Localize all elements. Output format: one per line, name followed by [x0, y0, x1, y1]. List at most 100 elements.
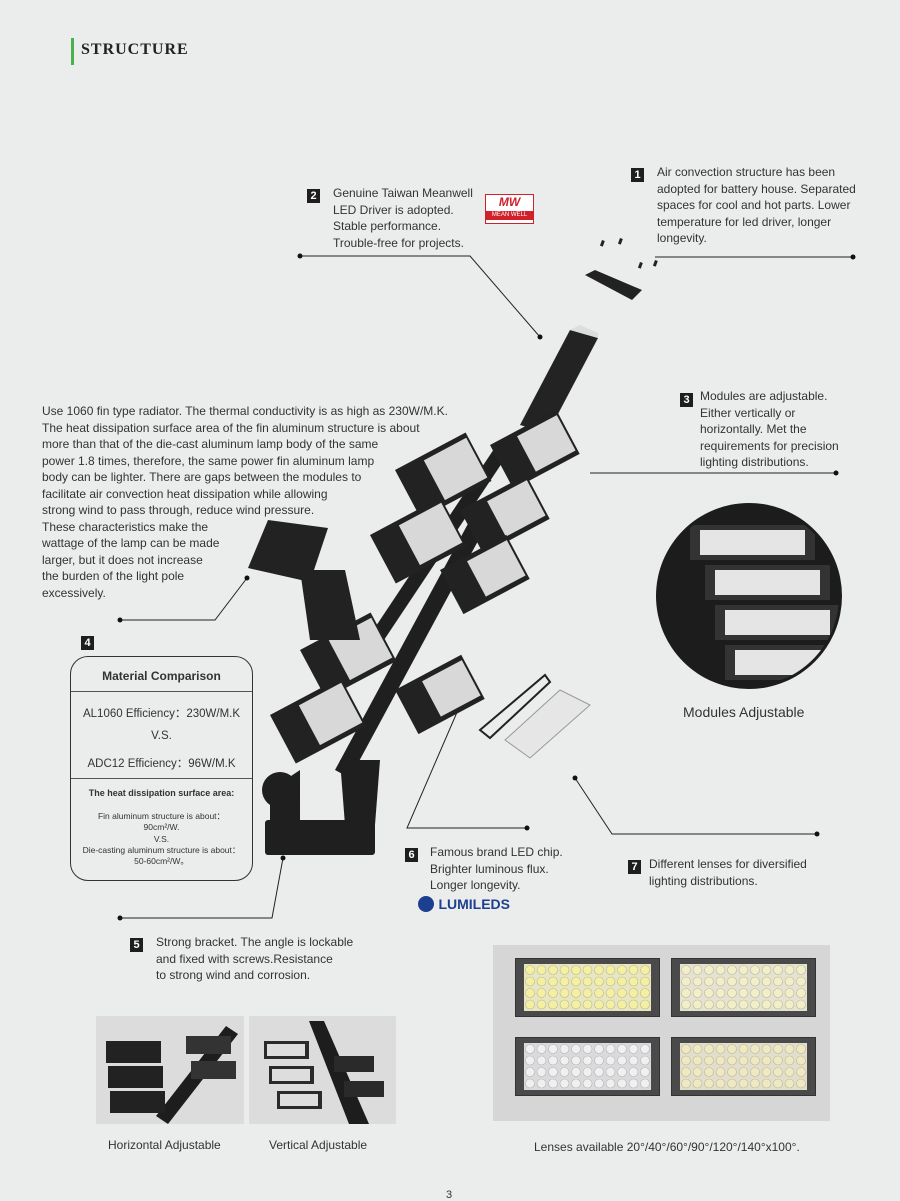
led-lens-dot: [738, 1055, 749, 1066]
page-title: STRUCTURE: [81, 41, 189, 58]
callout-number-5: 5: [130, 938, 143, 952]
led-lens-dot: [605, 965, 616, 975]
led-lens-dot: [784, 1067, 795, 1077]
led-lens-dot: [559, 1067, 570, 1077]
lens-module-4: [671, 1037, 816, 1096]
led-lens-dot: [548, 976, 558, 987]
led-lens-dot: [605, 976, 616, 987]
led-lens-dot: [715, 1078, 726, 1089]
led-modules-left: [270, 432, 492, 764]
surface-area-title: The heat dissipation surface area:: [88, 788, 235, 798]
adc12-efficiency: ADC12 Efficiency：96W/M.K: [87, 758, 236, 770]
led-lens-dot: [681, 1078, 691, 1089]
led-lens-dot: [704, 1055, 714, 1066]
led-lens-dot: [594, 988, 604, 998]
led-lens-dot: [784, 999, 795, 1010]
led-lens-dot: [571, 1067, 581, 1077]
led-lens-dot: [715, 965, 726, 975]
led-lens-dot: [681, 1055, 691, 1066]
led-lens-dot: [640, 999, 650, 1010]
led-lens-dot: [750, 1067, 760, 1077]
led-lens-dot: [727, 1078, 737, 1089]
lumileds-mark-icon: [418, 895, 434, 912]
lens-module-3: [515, 1037, 660, 1096]
led-lens-dot: [715, 976, 726, 987]
vs-label: V.S.: [151, 730, 172, 742]
led-lens-dot: [640, 1055, 650, 1066]
led-lens-dot: [594, 965, 604, 975]
led-lens-dot: [594, 1078, 604, 1089]
led-lens-dot: [738, 1044, 749, 1054]
led-lens-dot: [727, 1044, 737, 1054]
led-lens-dot: [559, 988, 570, 998]
led-lens-dot: [571, 1055, 581, 1066]
led-lens-dot: [548, 999, 558, 1010]
led-lens-dot: [605, 1067, 616, 1077]
modules-adjustable-detail: [656, 503, 842, 689]
lens-module-2: [671, 958, 816, 1017]
callout-number-7: 7: [628, 860, 641, 874]
led-lens-dot: [559, 1044, 570, 1054]
led-lens-dot: [704, 1044, 714, 1054]
led-lens-dot: [681, 1044, 691, 1054]
material-comparison-box: Material Comparison AL1060 Efficiency：23…: [70, 656, 253, 881]
led-lens-dot: [796, 1078, 806, 1089]
led-lens-dot: [582, 999, 593, 1010]
led-lens-dot: [582, 1067, 593, 1077]
led-lens-dot: [571, 988, 581, 998]
led-lens-dot: [692, 988, 703, 998]
horizontal-adjustable-caption: Horizontal Adjustable: [108, 1138, 221, 1152]
led-lens-dot: [525, 1078, 535, 1089]
led-lens-dot: [750, 1055, 760, 1066]
led-lens-dot: [617, 1078, 627, 1089]
led-lens-dot: [548, 988, 558, 998]
led-lens-dot: [525, 965, 535, 975]
led-lens-dot: [692, 965, 703, 975]
exploded-lens: [478, 673, 591, 759]
led-lens-dot: [796, 965, 806, 975]
led-lens-dot: [704, 988, 714, 998]
led-lens-dot: [617, 976, 627, 987]
led-lens-dot: [784, 1055, 795, 1066]
led-lens-dot: [784, 965, 795, 975]
callout-number-2: 2: [307, 189, 320, 203]
led-lens-dot: [594, 1044, 604, 1054]
led-lens-dot: [525, 1055, 535, 1066]
led-lens-dot: [692, 1055, 703, 1066]
driver-housing: [520, 325, 598, 433]
led-lens-dot: [536, 999, 547, 1010]
lenses-caption: Lenses available 20°/40°/60°/90°/120°/14…: [534, 1140, 800, 1154]
led-lens-dot: [715, 988, 726, 998]
led-lens-dot: [525, 999, 535, 1010]
callout-text-6: Famous brand LED chip. Brighter luminous…: [430, 845, 563, 892]
led-lens-dot: [761, 1078, 772, 1089]
led-lens-dot: [750, 976, 760, 987]
al1060-efficiency: AL1060 Efficiency：230W/M.K: [82, 708, 241, 720]
led-lens-dot: [692, 1044, 703, 1054]
led-lens-dot: [548, 1044, 558, 1054]
led-lens-dot: [727, 1055, 737, 1066]
die-cast-surface-area: Die-casting aluminum structure is about：…: [82, 845, 241, 866]
led-lens-dot: [628, 976, 639, 987]
led-lens-dot: [548, 1055, 558, 1066]
led-lens-dot: [738, 1067, 749, 1077]
led-lens-dot: [761, 999, 772, 1010]
led-modules-right: [395, 409, 580, 735]
led-lens-dot: [715, 1067, 726, 1077]
led-lens-dot: [784, 988, 795, 998]
led-lens-dot: [796, 1044, 806, 1054]
led-lens-dot: [582, 1044, 593, 1054]
led-lens-dot: [727, 965, 737, 975]
led-lens-dot: [704, 1067, 714, 1077]
led-lens-dot: [750, 988, 760, 998]
modules-adjustable-caption: Modules Adjustable: [683, 704, 805, 720]
led-lens-dot: [761, 1044, 772, 1054]
led-lens-dot: [761, 965, 772, 975]
led-lens-dot: [605, 1078, 616, 1089]
callout-text-3: Modules are adjustable. Either verticall…: [700, 389, 839, 469]
led-lens-dot: [784, 1044, 795, 1054]
led-lens-dot: [525, 1044, 535, 1054]
led-lens-dot: [536, 965, 547, 975]
led-lens-dot: [738, 988, 749, 998]
